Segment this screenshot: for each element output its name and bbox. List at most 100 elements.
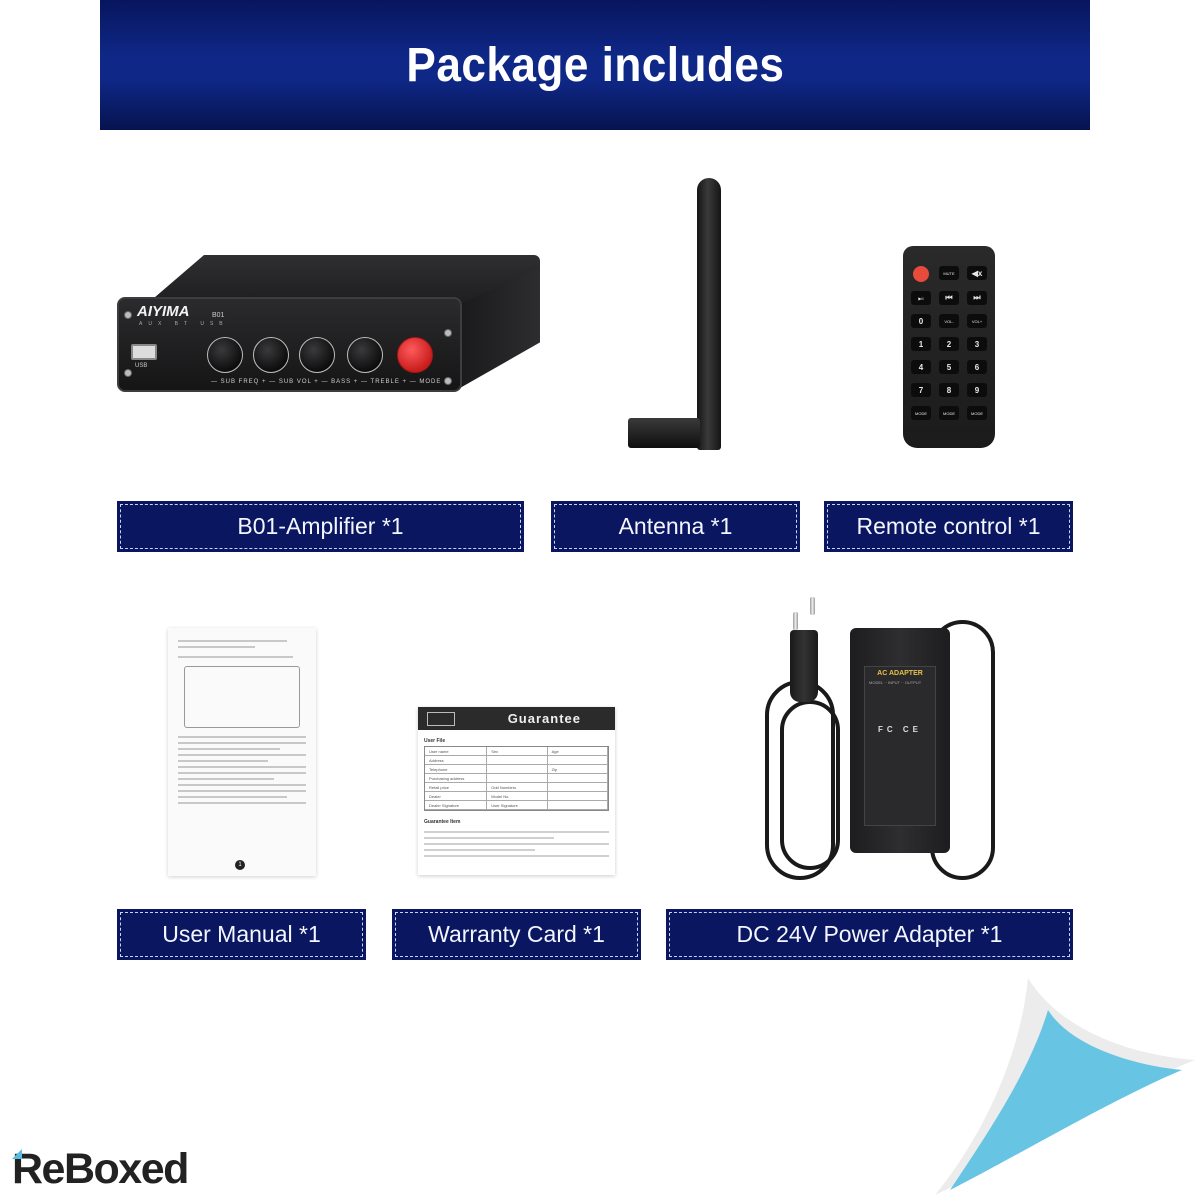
remote-button: MODE (967, 406, 987, 420)
warranty-title: Guarantee (507, 711, 581, 726)
remote-button: 8 (939, 383, 959, 397)
manual-page-number: 1 (235, 860, 245, 870)
antenna-connector (628, 418, 700, 448)
screw-icon (124, 369, 132, 377)
user-manual-image: 1 (168, 628, 316, 876)
warranty-table-cell: Dealer (425, 792, 488, 800)
screw-icon (444, 329, 452, 337)
reboxed-logo: ReBoxed (12, 1145, 189, 1193)
amplifier-indicators: AUX BT USB (139, 321, 229, 327)
item-label-manual: User Manual *1 (117, 909, 366, 960)
remote-button: ◀x (967, 266, 987, 280)
warranty-table-cell: Dealer Signature (425, 801, 488, 809)
sub-vol-knob (253, 337, 289, 373)
antenna-body (697, 178, 721, 450)
warranty-table-cell (548, 756, 608, 764)
item-label-text: User Manual *1 (162, 921, 321, 947)
knob-labels: — SUB FREQ + — SUB VOL + — BASS + — TREB… (211, 379, 449, 385)
plug-prong (810, 597, 815, 615)
remote-button: 4 (911, 360, 931, 374)
item-label-text: Antenna *1 (618, 513, 733, 539)
amplifier-front-panel: AIYIMA B01 AUX BT USB USB — SUB FREQ + —… (117, 297, 462, 392)
remote-button: 7 (911, 383, 931, 397)
remote-button: 2 (939, 337, 959, 351)
remote-button: 1 (911, 337, 931, 351)
warranty-logo-icon (427, 712, 455, 726)
item-label-antenna: Antenna *1 (551, 501, 800, 552)
warranty-table-cell: Address (425, 756, 488, 764)
amplifier-model: B01 (212, 312, 225, 319)
warranty-table-cell (548, 792, 608, 800)
warranty-table-cell (487, 765, 548, 773)
remote-button: VOL- (939, 314, 959, 328)
page-curl-front (950, 1010, 1182, 1190)
warranty-table-row: Purchasing address (425, 774, 608, 783)
treble-knob (347, 337, 383, 373)
mode-knob (397, 337, 433, 373)
amplifier-brand: AIYIMA (137, 303, 190, 320)
power-cable (780, 700, 840, 870)
warranty-terms-title: Guarantee Item (424, 819, 461, 825)
warranty-table-cell: Age (548, 747, 608, 755)
adapter-brick: AC ADAPTER MODEL ·· INPUT ·· OUTPUT FC C… (850, 628, 950, 853)
remote-button: VOL+ (967, 314, 987, 328)
remote-button: 3 (967, 337, 987, 351)
page-curl-icon (935, 978, 1195, 1195)
warranty-table-cell (487, 756, 548, 764)
remote-button: 5 (939, 360, 959, 374)
remote-button: MUTE (939, 266, 959, 280)
warranty-table-cell: Purchasing address (425, 774, 488, 782)
certification-marks: FC CE (878, 725, 922, 734)
item-label-text: DC 24V Power Adapter *1 (736, 921, 1003, 947)
warranty-table-row: Address (425, 756, 608, 765)
warranty-section: User File (424, 738, 446, 744)
logo-accent-icon (12, 1149, 22, 1159)
sub-freq-knob (207, 337, 243, 373)
item-label-remote: Remote control *1 (824, 501, 1073, 552)
warranty-table-cell: Telephone (425, 765, 488, 773)
item-label-adapter: DC 24V Power Adapter *1 (666, 909, 1073, 960)
screw-icon (124, 311, 132, 319)
remote-button: 9 (967, 383, 987, 397)
remote-power-button (913, 266, 929, 282)
remote-button: 6 (967, 360, 987, 374)
warranty-table-cell (548, 774, 608, 782)
item-label-text: Remote control *1 (856, 513, 1041, 539)
remote-button: ▶II (911, 291, 931, 305)
warranty-table-cell: Retail price (425, 783, 488, 791)
remote-button: 0 (911, 314, 931, 328)
eu-plug-icon (790, 630, 818, 702)
warranty-table-cell: Odd Numbers (487, 783, 548, 791)
usb-port-icon (131, 344, 157, 360)
warranty-table-cell: Sex (487, 747, 548, 755)
warranty-table-cell: Model No. (487, 792, 548, 800)
screw-icon (444, 377, 452, 385)
warranty-table-cell: User Signature (487, 801, 548, 809)
adapter-title: AC ADAPTER (877, 670, 923, 677)
item-label-amplifier: B01-Amplifier *1 (117, 501, 524, 552)
remote-button: ⏭ (967, 291, 987, 305)
item-label-text: B01-Amplifier *1 (237, 513, 404, 539)
bass-knob (299, 337, 335, 373)
warranty-table-cell: User name (425, 747, 488, 755)
item-label-warranty: Warranty Card *1 (392, 909, 641, 960)
remote-button: MODE (911, 406, 931, 420)
warranty-table-cell (548, 783, 608, 791)
warranty-header: Guarantee (418, 707, 615, 730)
usb-label: USB (135, 363, 148, 369)
plug-prong (793, 612, 798, 630)
adapter-label: AC ADAPTER MODEL ·· INPUT ·· OUTPUT FC C… (864, 666, 936, 826)
page-title: Package includes (405, 38, 785, 92)
header-banner: Package includes (100, 0, 1090, 130)
remote-button: ⏮ (939, 291, 959, 305)
remote-button: MODE (939, 406, 959, 420)
item-label-text: Warranty Card *1 (428, 921, 605, 947)
